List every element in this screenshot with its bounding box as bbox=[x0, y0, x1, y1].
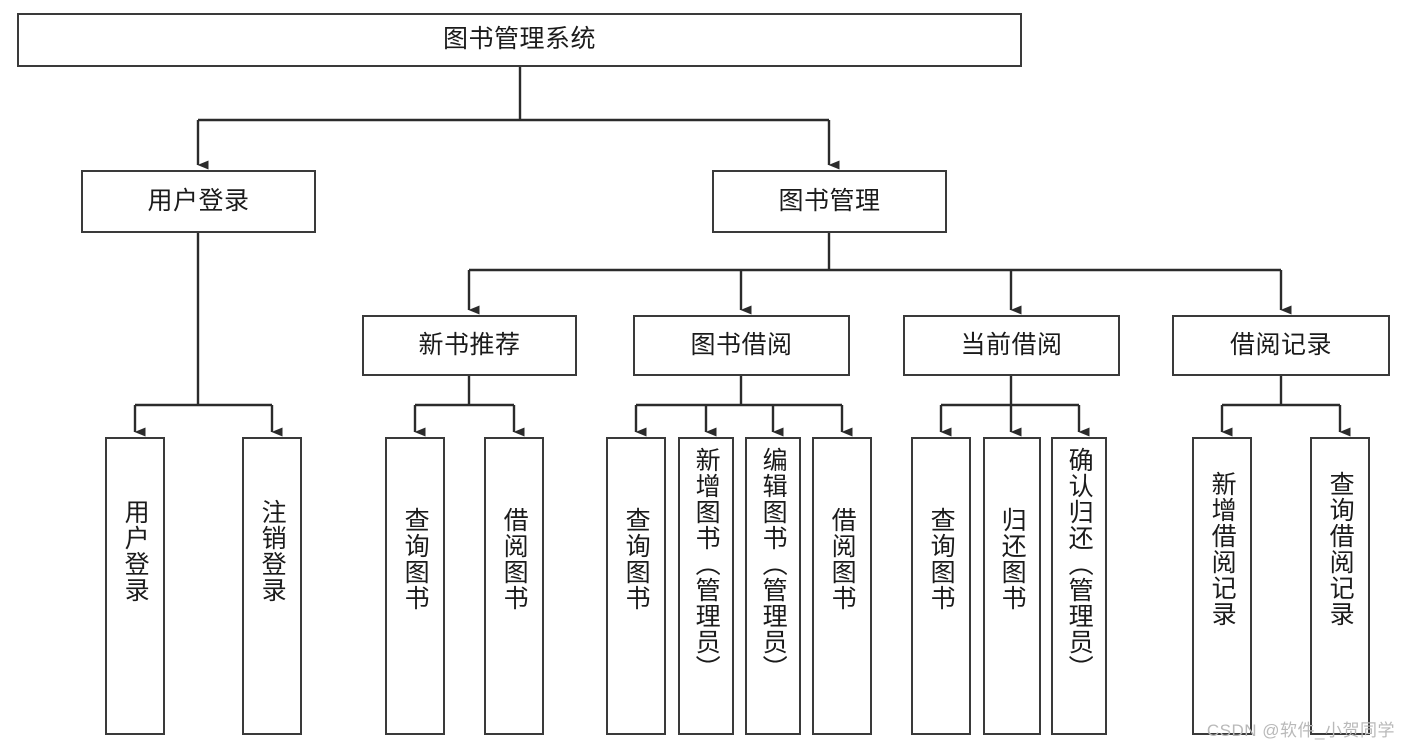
node-label: 图书管理 bbox=[778, 186, 881, 215]
node-label: 归还图书 bbox=[998, 507, 1027, 611]
node-new-book-recommend[interactable]: 新书推荐 bbox=[362, 315, 577, 376]
node-label: 借阅图书 bbox=[500, 507, 529, 611]
node-label: 新增图书（管理员） bbox=[692, 447, 721, 681]
node-book-management-system[interactable]: 图书管理系统 bbox=[17, 13, 1022, 67]
node-leaf-edit-book[interactable]: 编辑图书（管理员） bbox=[745, 437, 801, 735]
node-label: 注销登录 bbox=[258, 499, 287, 603]
node-leaf-query-record[interactable]: 查询借阅记录 bbox=[1310, 437, 1370, 735]
node-book-management[interactable]: 图书管理 bbox=[712, 170, 947, 233]
node-leaf-add-book[interactable]: 新增图书（管理员） bbox=[678, 437, 734, 735]
node-current-borrow[interactable]: 当前借阅 bbox=[903, 315, 1120, 376]
node-label: 查询图书 bbox=[622, 507, 651, 611]
node-leaf-logout-login[interactable]: 注销登录 bbox=[242, 437, 302, 735]
node-label: 查询图书 bbox=[401, 507, 430, 611]
node-borrow-record[interactable]: 借阅记录 bbox=[1172, 315, 1390, 376]
node-label: 借阅记录 bbox=[1229, 330, 1332, 359]
node-user-login[interactable]: 用户登录 bbox=[81, 170, 316, 233]
node-label: 用户登录 bbox=[121, 499, 150, 603]
node-leaf-query-book-2[interactable]: 查询图书 bbox=[606, 437, 666, 735]
node-leaf-user-login[interactable]: 用户登录 bbox=[105, 437, 165, 735]
node-label: 编辑图书（管理员） bbox=[759, 447, 788, 681]
node-label: 查询图书 bbox=[927, 507, 956, 611]
node-leaf-add-record[interactable]: 新增借阅记录 bbox=[1192, 437, 1252, 735]
node-label: 查询借阅记录 bbox=[1326, 471, 1355, 627]
node-label: 借阅图书 bbox=[828, 507, 857, 611]
node-leaf-query-book-3[interactable]: 查询图书 bbox=[911, 437, 971, 735]
node-label: 图书借阅 bbox=[690, 330, 793, 359]
node-leaf-borrow-book-2[interactable]: 借阅图书 bbox=[812, 437, 872, 735]
node-label: 新书推荐 bbox=[418, 330, 521, 359]
node-label: 图书管理系统 bbox=[442, 25, 596, 54]
node-label: 用户登录 bbox=[147, 186, 250, 215]
node-leaf-return-book[interactable]: 归还图书 bbox=[983, 437, 1041, 735]
node-leaf-confirm-return[interactable]: 确认归还（管理员） bbox=[1051, 437, 1107, 735]
node-leaf-borrow-book-1[interactable]: 借阅图书 bbox=[484, 437, 544, 735]
node-book-borrow[interactable]: 图书借阅 bbox=[633, 315, 850, 376]
node-label: 确认归还（管理员） bbox=[1065, 447, 1094, 681]
watermark-text: CSDN @软件_小贺同学 bbox=[1206, 721, 1395, 740]
node-label: 当前借阅 bbox=[960, 330, 1063, 359]
node-label: 新增借阅记录 bbox=[1208, 471, 1237, 627]
node-leaf-query-book-1[interactable]: 查询图书 bbox=[385, 437, 445, 735]
